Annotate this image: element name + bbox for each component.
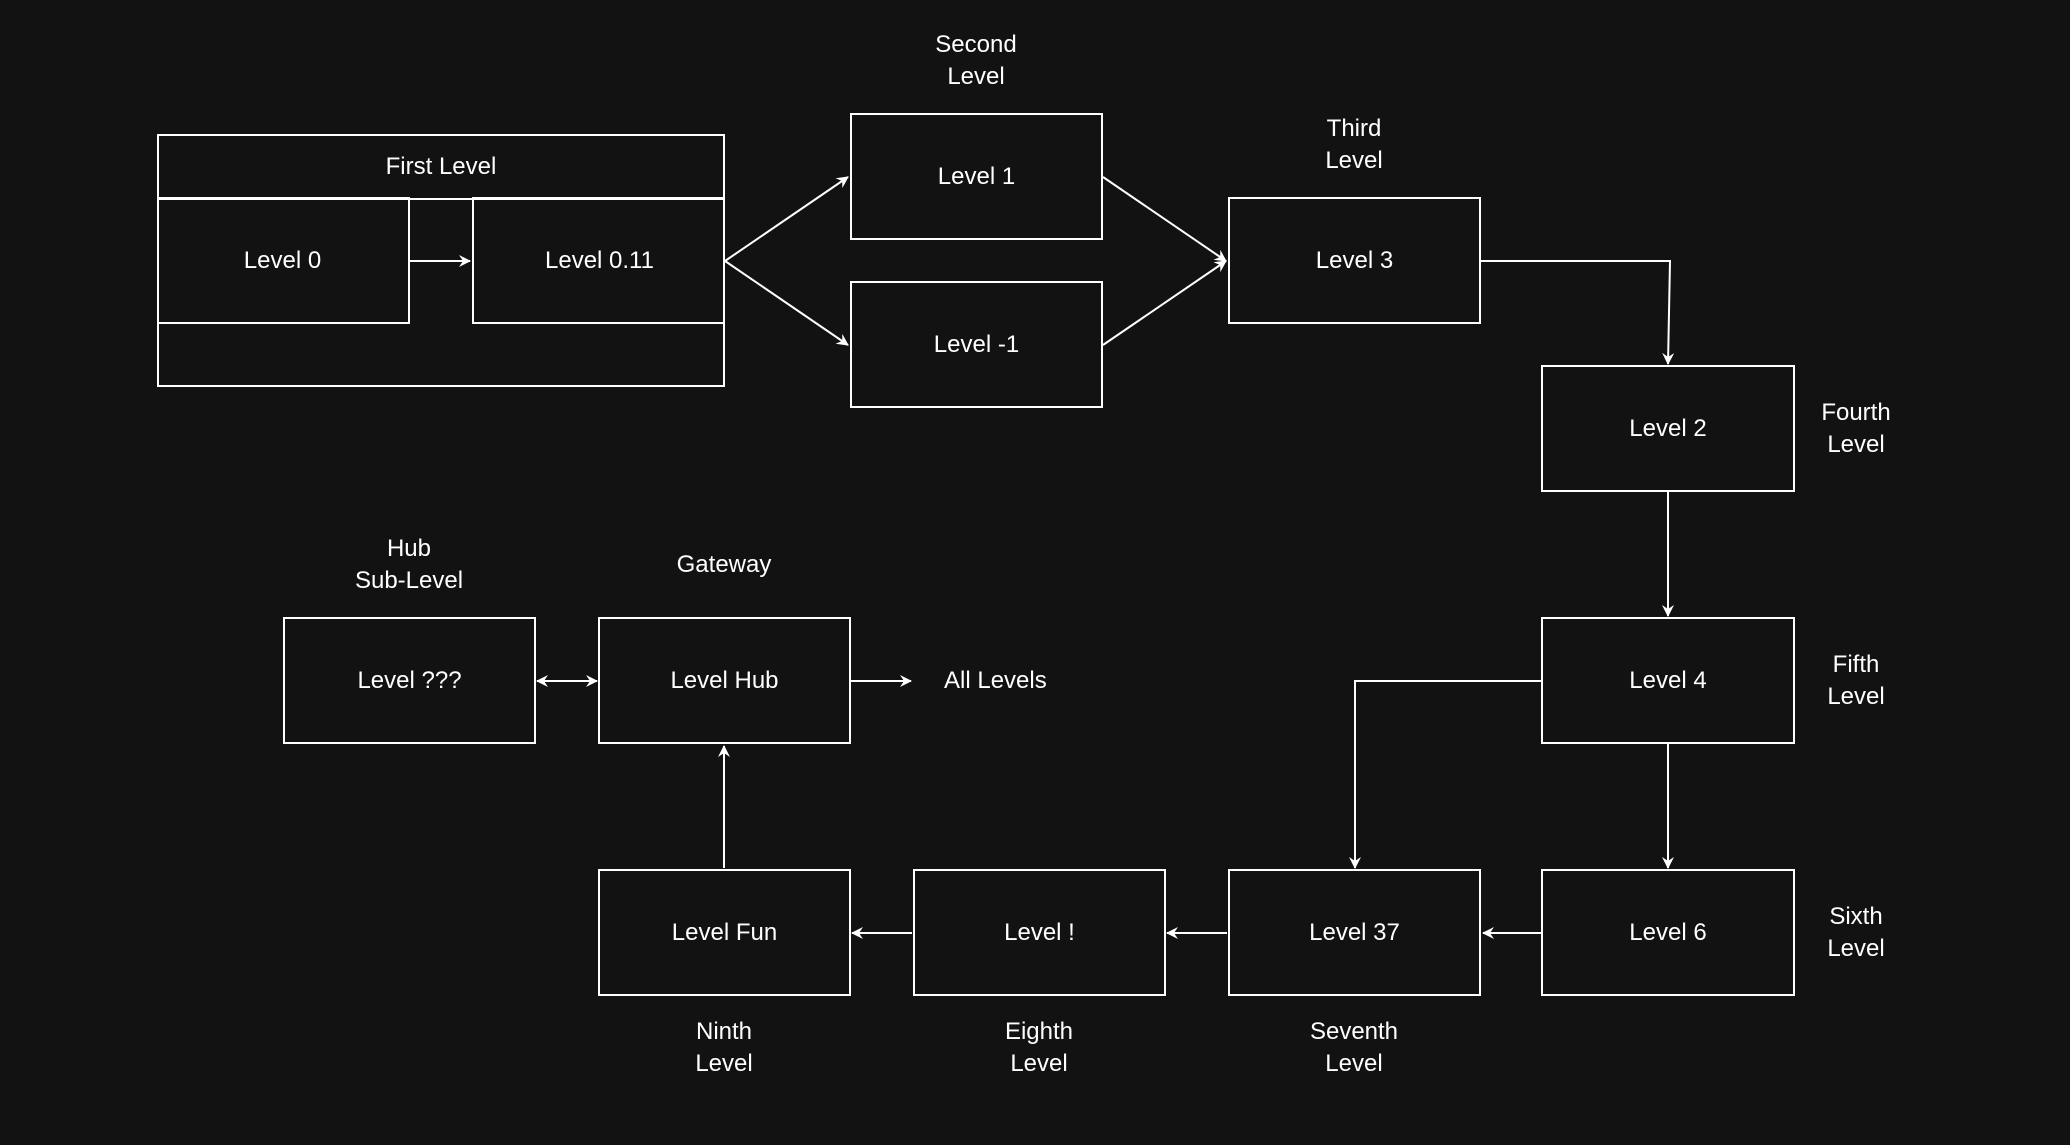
label-eighth-level: Eighth Level [1004,1018,1074,1077]
label-second-level: Second Level [935,31,1017,90]
first-level-title: First Level [159,136,723,200]
label-ninth-level: Ninth Level [695,1018,753,1077]
node-level-1[interactable]: Level 1 [850,113,1103,240]
label-seventh-level: Seventh Level [1309,1018,1399,1077]
label-sixth-level: Sixth Level [1827,903,1885,962]
node-level-fun[interactable]: Level Fun [598,869,851,996]
edge-level011-to-level1 [724,176,849,262]
node-level-hub[interactable]: Level Hub [598,617,851,744]
label-third-level: Third Level [1325,115,1383,174]
label-gateway: Gateway [676,551,772,578]
label-fifth-level: Fifth Level [1827,651,1885,710]
label-fourth-level: Fourth Level [1821,399,1891,458]
node-level-neg1[interactable]: Level -1 [850,281,1103,408]
edge-levelneg1-to-level3 [1102,260,1227,346]
edge-level011-to-levelneg1 [724,260,849,346]
node-level-37[interactable]: Level 37 [1228,869,1481,996]
edge-level1-to-level3 [1102,176,1227,262]
label-hub-sub-level: Hub Sub-Level [354,535,464,594]
node-level-3[interactable]: Level 3 [1228,197,1481,324]
node-level-0-11[interactable]: Level 0.11 [472,197,725,324]
node-level-bang[interactable]: Level ! [913,869,1166,996]
all-levels-text[interactable]: All Levels [944,667,1047,694]
first-level-container: First Level [157,134,725,387]
node-level-4[interactable]: Level 4 [1541,617,1795,744]
node-level-6[interactable]: Level 6 [1541,869,1795,996]
node-level-2[interactable]: Level 2 [1541,365,1795,492]
edge-level4-to-level37 [1349,680,1541,869]
node-level-0[interactable]: Level 0 [157,197,410,324]
node-level-qqq[interactable]: Level ??? [283,617,536,744]
edge-level3-to-level2 [1481,260,1675,365]
